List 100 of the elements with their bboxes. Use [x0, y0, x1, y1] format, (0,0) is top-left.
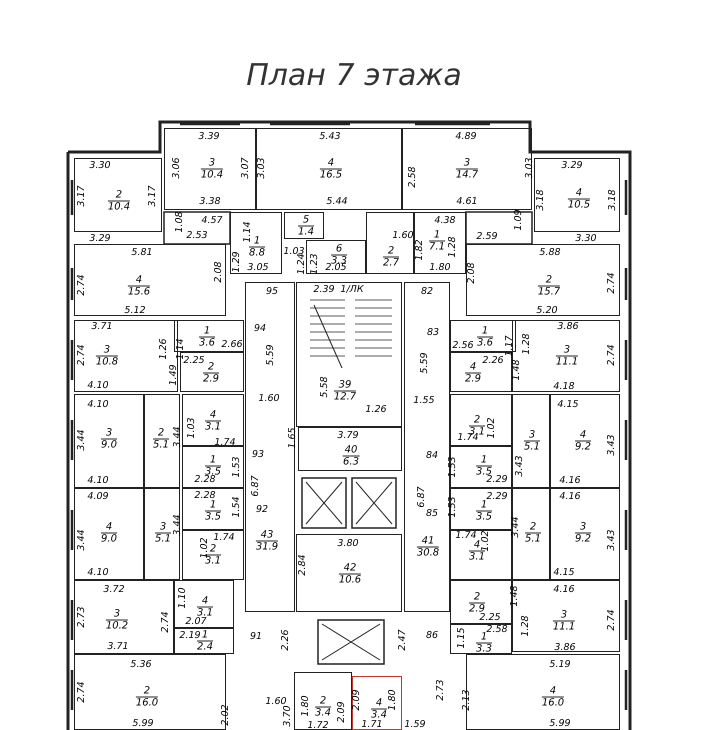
dimension-label: 1.26 [159, 338, 169, 360]
dimension-label: 1.48 [512, 359, 522, 381]
room-number: 1 [429, 230, 445, 242]
room-number: 3 [556, 344, 578, 356]
dimension-label: 2.26 [281, 629, 291, 651]
room-area: 11.1 [552, 622, 576, 632]
room-outline [550, 488, 620, 580]
dimension-label: 3.71 [107, 642, 129, 652]
dimension-label: 2.29 [486, 475, 508, 485]
room-number: 4 [568, 188, 590, 200]
room-area: 15.6 [128, 286, 150, 298]
room-number: 4 [371, 698, 387, 710]
dimension-label: 1.59 [404, 720, 426, 730]
dimension-label: 1.82 [415, 239, 425, 261]
room-number: 4 [542, 686, 564, 698]
room-number: 6 [331, 244, 347, 256]
dimension-label: 3.03 [257, 157, 267, 179]
dimension-label: 2.59 [476, 232, 498, 242]
dimension-label: 3.86 [557, 322, 579, 332]
dimension-label: 2.09 [352, 689, 362, 711]
dimension-label: 1.09 [514, 209, 524, 231]
dimension-label: 3.17 [77, 185, 87, 207]
room-outline [450, 488, 512, 530]
dimension-label: 83 [426, 328, 440, 338]
dimension-label: 3.39 [198, 132, 220, 142]
dimension-label: 1.80 [388, 689, 398, 711]
dimension-label: 4.16 [553, 585, 575, 595]
dimension-label: 1.74 [214, 438, 236, 448]
room-outline [402, 128, 532, 210]
room-area: 3.4 [371, 710, 387, 720]
dimension-label: 3.03 [525, 157, 535, 179]
room-outline [74, 158, 162, 232]
dimension-label: 1.26 [365, 405, 387, 415]
room-number: 43 [256, 530, 278, 542]
dimension-label: 5.99 [132, 719, 154, 729]
dimension-label: 4.09 [87, 492, 109, 502]
dimension-label: 3.07 [241, 157, 251, 179]
room-number: 2 [525, 522, 541, 534]
dimension-label: 2.39 [313, 285, 335, 295]
room-area: 5.1 [153, 440, 169, 450]
plan-title: План 7 этажа [245, 58, 463, 93]
room-number: 1 [249, 236, 265, 248]
dimension-label: 1.24 [297, 253, 307, 275]
dimension-label: 6.87 [417, 486, 427, 508]
room-outline [182, 530, 244, 580]
dimension-label: 6.87 [251, 475, 261, 497]
room-outline [144, 394, 180, 488]
dimension-label: 2.08 [214, 261, 224, 283]
dimension-label: 3.30 [575, 234, 597, 244]
dimension-label: 1.72 [307, 721, 329, 730]
dimension-label: 4.89 [455, 132, 477, 142]
dimension-label: 5.99 [549, 719, 571, 729]
dimension-label: 2.56 [452, 341, 474, 351]
room-outline [74, 580, 174, 654]
dimension-label: 2.07 [185, 617, 207, 627]
room-number: 4 [575, 430, 591, 442]
room-number: 2 [315, 696, 331, 708]
dimension-label: 2.74 [77, 344, 87, 366]
dimension-label: 1.80 [429, 263, 451, 273]
room-outline [404, 282, 450, 612]
dimension-label: 5.20 [536, 306, 558, 316]
dimension-label: 5.19 [549, 660, 571, 670]
dimension-label: 1.48 [510, 585, 520, 607]
dimension-label: 1.10 [178, 587, 188, 609]
dimension-label: 4.57 [201, 216, 223, 226]
room-number: 3 [101, 428, 117, 440]
dimension-label: 2.53 [186, 231, 208, 241]
dimension-label: 3.86 [554, 643, 576, 653]
dimension-label: 94 [254, 324, 266, 334]
room-outline [512, 488, 550, 580]
dimension-label: 2.74 [607, 609, 617, 631]
room-area: 5.1 [155, 534, 171, 544]
dimension-label: 2.73 [436, 679, 446, 701]
dimension-label: 1.23 [310, 253, 320, 275]
dimension-label: 2.74 [607, 272, 617, 294]
dimension-label: 2.09 [337, 701, 347, 723]
room-number: 4 [465, 362, 481, 374]
room-number: 1 [199, 326, 215, 338]
room-number: 41 [416, 536, 440, 548]
room-outline [164, 128, 256, 210]
room-area: 10.5 [568, 200, 590, 210]
room-number: 2 [136, 686, 158, 698]
room-area: 9.0 [101, 440, 117, 450]
room-area: 3.1 [205, 422, 221, 432]
dimension-label: 2.28 [194, 491, 216, 501]
room-area: 2.9 [203, 374, 219, 384]
room-number: 1 [476, 500, 492, 512]
dimension-label: 5.58 [320, 376, 330, 398]
room-area: 11.1 [556, 356, 578, 368]
dimension-label: 1.53 [448, 456, 458, 478]
room-number: 1 [476, 454, 492, 466]
dimension-label: 3.70 [283, 705, 293, 727]
room-number: 3 [575, 522, 591, 534]
room-area: 16.5 [320, 170, 342, 180]
room-area: 3.5 [476, 512, 492, 522]
room-outline [450, 624, 512, 654]
room-area: 3.4 [315, 708, 331, 718]
dimension-label: 1.74 [455, 531, 477, 541]
room-number: 3 [552, 610, 576, 622]
room-area: 2.7 [383, 258, 399, 268]
